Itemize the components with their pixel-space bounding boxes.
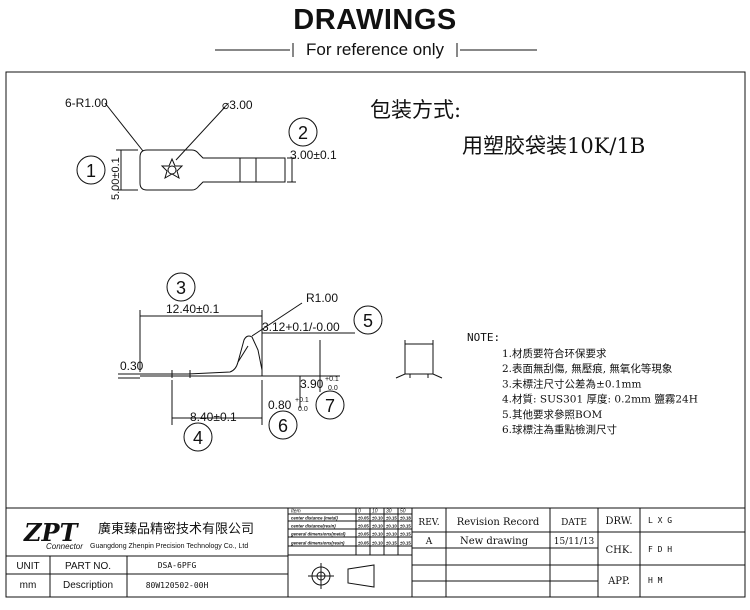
tolerance-header-cell: 10 — [372, 509, 378, 515]
date-header: DATE — [561, 518, 587, 528]
company-logo-sub: Connector — [46, 542, 83, 551]
side-foot-label: 0.80 — [268, 398, 292, 412]
side-foot-tol-lower: 0.0 — [298, 406, 308, 413]
top-tail-label: 3.00±0.1 — [290, 148, 337, 162]
company-name-en: Guangdong Zhenpin Precision Technology C… — [90, 543, 248, 550]
balloon-5-label: 5 — [363, 311, 373, 331]
tolerance-cell: ±0.15 — [400, 532, 411, 537]
tolerance-cell: center distance (metal) — [291, 516, 338, 521]
description-label: Description — [63, 580, 113, 591]
balloon-1: 1 — [76, 155, 106, 185]
side-height-tol-lower: 0.0 — [328, 385, 338, 392]
note-item: 2.表面無刮傷, 無壓痕, 無氧化等現象 — [502, 362, 672, 375]
tolerance-cell: ±0.05 — [358, 532, 369, 537]
side-height-label: 3.90 — [300, 377, 324, 391]
tolerance-header-cell: 30 — [386, 509, 392, 515]
top-hole-label: ⌀3.00 — [222, 98, 253, 112]
packaging-label: 包装方式: — [370, 98, 461, 122]
date-value: 15/11/13 — [554, 537, 595, 547]
packaging-value: 用塑胶袋装10K/1B — [462, 134, 645, 158]
side-base-label: 8.40±0.1 — [190, 410, 237, 424]
chk-value: F D H — [648, 545, 672, 554]
app-value: H M — [648, 576, 663, 585]
drw-label: DRW. — [605, 516, 632, 527]
tolerance-cell: ±0.10 — [372, 541, 383, 546]
unit-label: UNIT — [16, 561, 39, 572]
tolerance-cell: ±0.10 — [372, 532, 383, 537]
tolerance-header-cell: 0 — [358, 509, 361, 515]
side-height-tol-upper: +0.1 — [325, 376, 339, 383]
subtitle-rule — [215, 43, 537, 57]
side-radius-label: R1.00 — [306, 291, 338, 305]
page-title: DRAWINGS — [293, 4, 457, 36]
tolerance-cell: general dimensions(resin) — [290, 541, 345, 546]
unit-value: mm — [20, 580, 37, 591]
note-item: 5.其他要求參照BOM — [502, 408, 603, 421]
tolerance-header-cell: 50 — [400, 509, 406, 515]
balloon-6: 6 — [268, 410, 298, 440]
tolerance-cell: ±0.18 — [400, 516, 411, 521]
company-logo: ZPT — [23, 518, 80, 547]
note-item: 1.材质要符合环保要求 — [502, 347, 607, 360]
balloon-7: 7 — [315, 390, 345, 420]
page-subtitle: For reference only — [306, 40, 444, 59]
tolerance-cell: ±0.05 — [358, 541, 369, 546]
balloon-4-label: 4 — [193, 428, 203, 448]
side-view — [118, 302, 443, 425]
top-view — [104, 102, 296, 191]
top-radius-label: 6-R1.00 — [65, 96, 108, 110]
top-height-label: 5.00±0.1 — [110, 157, 122, 200]
note-item: 3.未標注尺寸公差為±0.1mm — [502, 377, 641, 390]
balloon-5: 5 — [353, 305, 383, 335]
company-name-cn: 廣東臻品精密技术有限公司 — [98, 521, 254, 537]
tolerance-cell: ±0.10 — [386, 524, 397, 529]
tolerance-cell: ±0.10 — [372, 524, 383, 529]
description-value: 80W120502-00H — [146, 581, 209, 590]
note-item: 6.球標注為重點檢測尺寸 — [502, 423, 617, 436]
tolerance-cell: ±0.15 — [400, 541, 411, 546]
side-spring-label: 3.12+0.1/-0.00 — [262, 320, 340, 334]
tolerance-cell: ±0.15 — [386, 541, 397, 546]
side-thickness-label: 0.30 — [120, 359, 144, 373]
balloon-2: 2 — [288, 117, 318, 147]
part-no-value: DSA-6PFG — [158, 561, 197, 570]
drw-value: L X G — [648, 516, 672, 525]
balloon-6-label: 6 — [278, 416, 288, 436]
notes-list: 1.材质要符合环保要求 2.表面無刮傷, 無壓痕, 無氧化等現象 3.未標注尺寸公差… — [502, 347, 698, 436]
balloon-7-label: 7 — [325, 396, 335, 416]
tolerance-cell: ±0.10 — [386, 532, 397, 537]
revision-record-header: Revision Record — [457, 517, 540, 528]
chk-label: CHK. — [605, 545, 632, 556]
balloon-4: 4 — [183, 422, 213, 452]
side-length-label: 12.40±0.1 — [166, 302, 220, 316]
rev-header: REV. — [418, 518, 439, 528]
app-label: APP. — [607, 576, 630, 587]
tolerance-cell: ±0.10 — [372, 516, 383, 521]
title-block — [6, 507, 745, 597]
balloon-2-label: 2 — [298, 123, 308, 143]
tolerance-cell: general dimensions(metal) — [290, 532, 346, 537]
revision-value: New drawing — [460, 536, 529, 547]
balloon-1-label: 1 — [86, 161, 96, 181]
part-no-label: PART NO. — [65, 561, 111, 572]
tolerance-cell: ±0.15 — [386, 516, 397, 521]
notes-heading: NOTE: — [467, 331, 500, 344]
balloon-3: 3 — [166, 272, 196, 302]
tolerance-cell: ±0.05 — [358, 516, 369, 521]
rev-value: A — [425, 537, 433, 547]
note-item: 4.材質: SUS301 厚度: 0.2mm 鹽霧24H — [502, 393, 698, 406]
tolerance-cell: center distance(resin) — [291, 524, 336, 529]
side-foot-tol-upper: +0.1 — [295, 397, 309, 404]
drawing-frame — [5, 71, 746, 598]
balloon-3-label: 3 — [176, 278, 186, 298]
tolerance-cell: ±0.15 — [400, 524, 411, 529]
tolerance-cell: ±0.05 — [358, 524, 369, 529]
tolerance-header-cell: Item — [291, 509, 301, 515]
